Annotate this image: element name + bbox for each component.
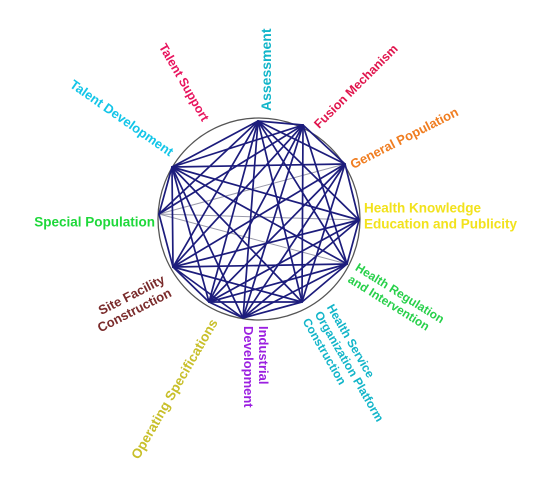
node-label-line: Development (241, 326, 256, 408)
network-edge (242, 163, 346, 319)
network-edge (158, 213, 174, 268)
network-edge (208, 163, 346, 303)
network-edge (257, 120, 304, 126)
network-edge (257, 120, 346, 165)
node-label-2: General Population (348, 104, 461, 172)
network-edge (301, 263, 348, 303)
network-edge (171, 166, 174, 268)
network-edge (171, 166, 210, 303)
node-label-line: Talent Development (67, 77, 177, 160)
network-edge (171, 124, 304, 168)
node-label-line: Industrial (256, 326, 271, 385)
network-edge (301, 163, 346, 303)
node-label-9: Special Population (34, 215, 155, 230)
network-edge (344, 163, 360, 221)
node-label-4: Health Regulationand Intervention (345, 260, 446, 338)
network-edge (171, 163, 346, 168)
network-edge (172, 266, 210, 303)
node-label-11: Talent Support (156, 41, 212, 124)
node-label-1: Fusion Mechanism (311, 42, 400, 131)
network-edges (158, 120, 360, 319)
node-label-10: Talent Development (67, 77, 177, 160)
node-label-line: Special Population (34, 215, 155, 230)
node-label-line: Assessment (258, 28, 274, 111)
node-label-0: Assessment (258, 28, 274, 111)
network-edge (302, 124, 346, 165)
network-edge (242, 124, 304, 319)
network-edge (257, 120, 303, 303)
network-edge (172, 266, 244, 319)
network-edge (158, 120, 259, 215)
network-edge (158, 166, 173, 215)
node-label-line: General Population (348, 104, 461, 172)
network-edge (257, 120, 360, 221)
network-edge (208, 120, 259, 303)
node-label-line: Operating Specifications (128, 316, 221, 461)
network-edge (301, 124, 304, 303)
network-edge (208, 219, 360, 303)
network-edge (172, 124, 304, 268)
network-edge (171, 166, 303, 303)
network-edge (242, 301, 303, 319)
network-edge (172, 266, 303, 303)
node-label-line: Fusion Mechanism (311, 42, 400, 131)
network-edge (172, 219, 360, 268)
network-ring (157, 117, 361, 321)
network-edge (158, 124, 304, 215)
network-edge (171, 166, 360, 221)
node-label-8: Site FacilityConstruction (88, 271, 174, 335)
network-edge (171, 166, 244, 319)
network-edge (172, 263, 348, 268)
node-label-line: Education and Publicity (364, 217, 518, 232)
node-label-line: Talent Support (156, 41, 212, 124)
network-edge (171, 166, 348, 265)
network-edge (171, 120, 259, 168)
node-label-line: Health Knowledge (364, 201, 482, 216)
node-label-6: IndustrialDevelopment (241, 326, 271, 408)
network-edge (172, 120, 259, 268)
network-edge (208, 301, 244, 319)
network-edge-light (158, 213, 360, 221)
network-edge (346, 219, 360, 265)
node-label-7: Operating Specifications (128, 316, 221, 461)
node-label-5: Health ServiceOrganization PlatformConst… (300, 302, 399, 432)
network-edge (242, 263, 348, 319)
